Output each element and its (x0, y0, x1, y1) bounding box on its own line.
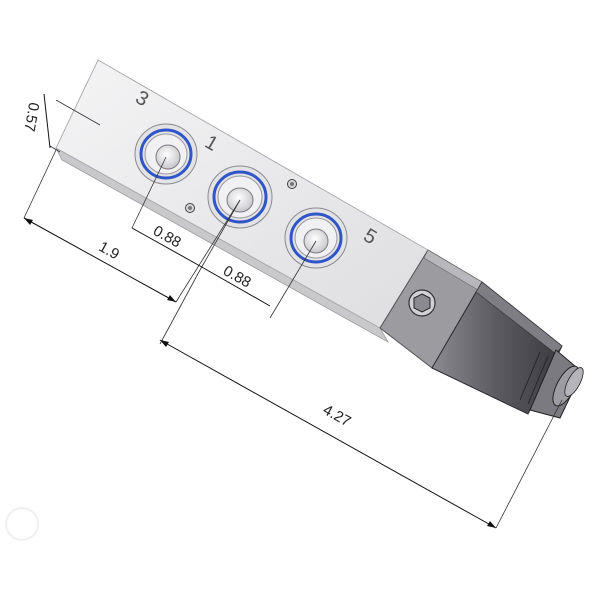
watermark-circle (5, 507, 39, 541)
port-3-seal (139, 128, 193, 180)
port-5 (284, 207, 348, 269)
port-1-seal (212, 170, 268, 224)
port-5-seal (289, 212, 343, 264)
dimension-lines (23, 93, 563, 529)
dim-label-4-27: 4.27 (320, 401, 354, 430)
dim-line-0-88-b (199, 265, 271, 307)
port-1 (207, 165, 273, 229)
valve-body: 3 1 5 (55, 59, 429, 344)
mounting-hole-1-inner (290, 182, 294, 186)
solenoid-actuator (379, 249, 584, 419)
dim-line-4-27 (159, 339, 497, 529)
dim-label-0-57: 0.57 (20, 101, 42, 133)
port-3 (134, 123, 198, 185)
dim-line-0-88-a (131, 227, 201, 267)
solenoid-end-cap (529, 349, 583, 419)
dim-line-1-9 (23, 217, 177, 303)
mounting-hole-2-inner (188, 206, 192, 210)
